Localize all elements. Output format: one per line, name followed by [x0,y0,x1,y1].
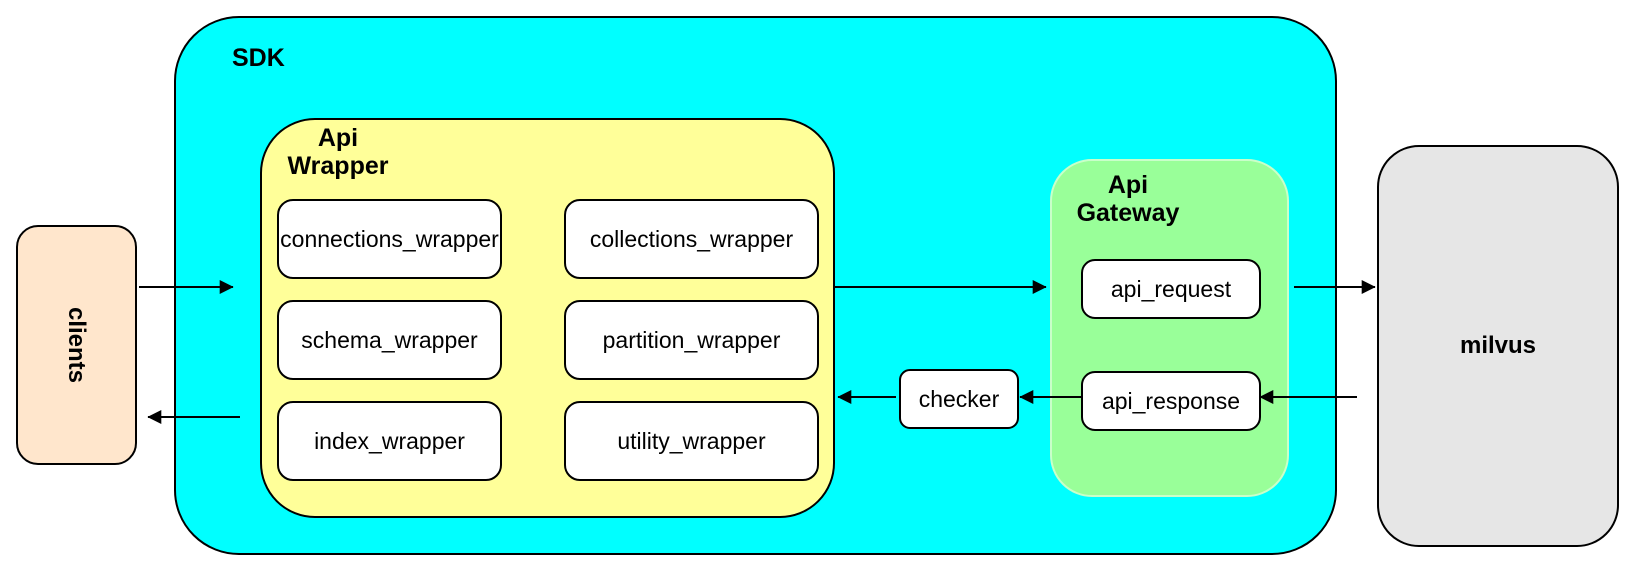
clients-node: clients [16,225,137,465]
checker-node: checker [899,369,1019,429]
module-partition-wrapper: partition_wrapper [564,300,819,380]
api-gateway-container: Api Gateway api_request api_response [1050,159,1289,497]
module-index-wrapper: index_wrapper [277,401,502,481]
sdk-container: SDK Api Wrapper connections_wrapper coll… [174,16,1337,555]
module-label: partition_wrapper [602,326,781,353]
module-collections-wrapper: collections_wrapper [564,199,819,279]
api-request-node: api_request [1081,259,1261,319]
milvus-label: milvus [1459,332,1537,359]
api-request-label: api_request [1110,275,1232,302]
clients-label: clients [63,306,91,384]
api-response-label: api_response [1101,387,1241,414]
module-label: schema_wrapper [301,326,478,353]
sdk-label: SDK [232,44,285,72]
module-label: index_wrapper [314,427,465,454]
api-gateway-label: Api Gateway [1076,171,1180,227]
module-label: collections_wrapper [589,225,794,252]
milvus-node: milvus [1377,145,1619,547]
module-label: utility_wrapper [617,427,766,454]
api-wrapper-label: Api Wrapper [287,124,389,180]
api-wrapper-modules: connections_wrapper collections_wrapper … [277,199,819,481]
module-schema-wrapper: schema_wrapper [277,300,502,380]
checker-label: checker [918,385,1000,412]
api-wrapper-container: Api Wrapper connections_wrapper collecti… [260,118,835,518]
api-response-node: api_response [1081,371,1261,431]
module-utility-wrapper: utility_wrapper [564,401,819,481]
module-label: connections_wrapper [280,225,499,252]
module-connections-wrapper: connections_wrapper [277,199,502,279]
